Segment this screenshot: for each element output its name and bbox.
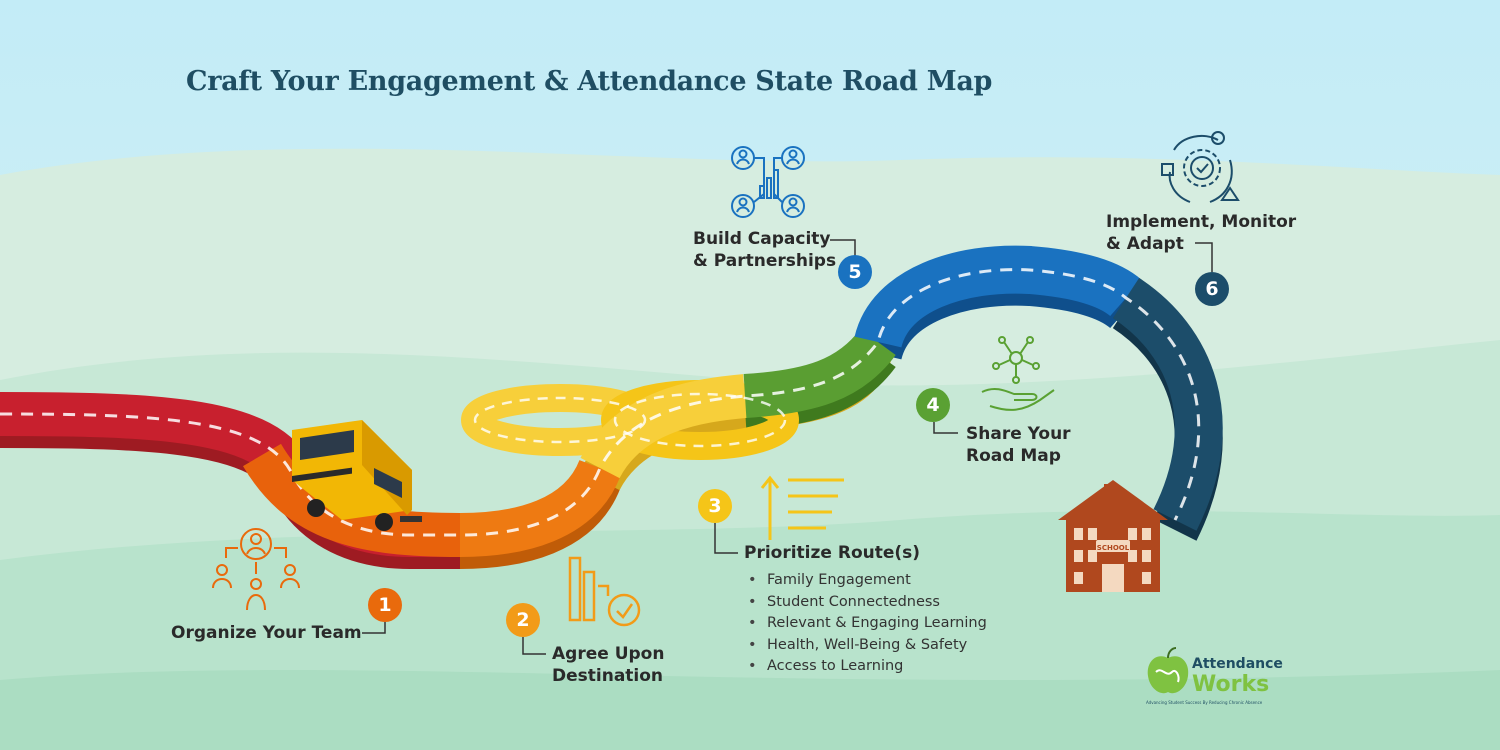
route-list: Family Engagement Student Connectedness … [748,570,987,678]
school-bus [292,420,422,531]
route-item: Relevant & Engaging Learning [748,613,987,635]
step-label-2-line-2: Destination [552,666,664,686]
step-label-6-line-2: & Adapt [1106,234,1184,254]
step-label-4-line-2: Road Map [966,446,1061,466]
label-connectors [362,239,1213,655]
attendance-works-logo: Attendance Works Advancing Student Succe… [1144,644,1304,708]
step-label-6: Implement, Monitor & Adapt [1106,211,1296,255]
step-label-3-line-1: Prioritize Route(s) [744,543,921,563]
step-label-1-line-1: Organize Your Team [171,623,362,643]
route-item: Family Engagement [748,570,987,592]
team-org-chart-icon [212,528,300,611]
step-label-4-line-1: Share Your [966,424,1071,444]
step-badge-5: 5 [838,255,872,289]
step-label-4: Share Your Road Map [966,423,1071,467]
step-badge-1: 1 [368,588,402,622]
road [0,245,1223,569]
step-label-2: Agree Upon Destination [552,643,664,687]
logo-tagline: Advancing Student Success By Reducing Ch… [1146,700,1263,705]
step-badge-6: 6 [1195,272,1229,306]
step-badge-4: 4 [916,388,950,422]
step-label-5-line-1: Build Capacity [693,229,831,249]
logo-name-line-1: Attendance [1192,656,1283,672]
page-title: Craft Your Engagement & Attendance State… [186,66,993,97]
step-label-5-line-2: & Partnerships [693,251,837,271]
step-badge-2: 2 [506,603,540,637]
partnership-network-icon [731,146,805,218]
route-item: Health, Well-Being & Safety [748,635,987,657]
destination-checklist-icon [568,556,641,627]
school-building: SCHOOL [1058,480,1168,592]
logo-name-line-2: Works [1192,672,1270,697]
hand-network-icon [981,336,1055,411]
route-item: Student Connectedness [748,592,987,614]
step-label-5: Build Capacity & Partnerships [693,228,836,272]
step-label-1: Organize Your Team [171,622,362,644]
step-label-3: Prioritize Route(s) [744,542,920,564]
step-label-6-line-1: Implement, Monitor [1106,212,1297,232]
attendance-works-logo-mark [1147,647,1189,694]
priority-lines-arrow-icon [760,475,844,540]
step-label-2-line-1: Agree Upon [552,644,665,664]
school-sign: SCHOOL [1097,544,1130,552]
step-badge-3: 3 [698,489,732,523]
cycle-gear-check-icon [1161,131,1240,203]
route-item: Access to Learning [748,656,987,678]
